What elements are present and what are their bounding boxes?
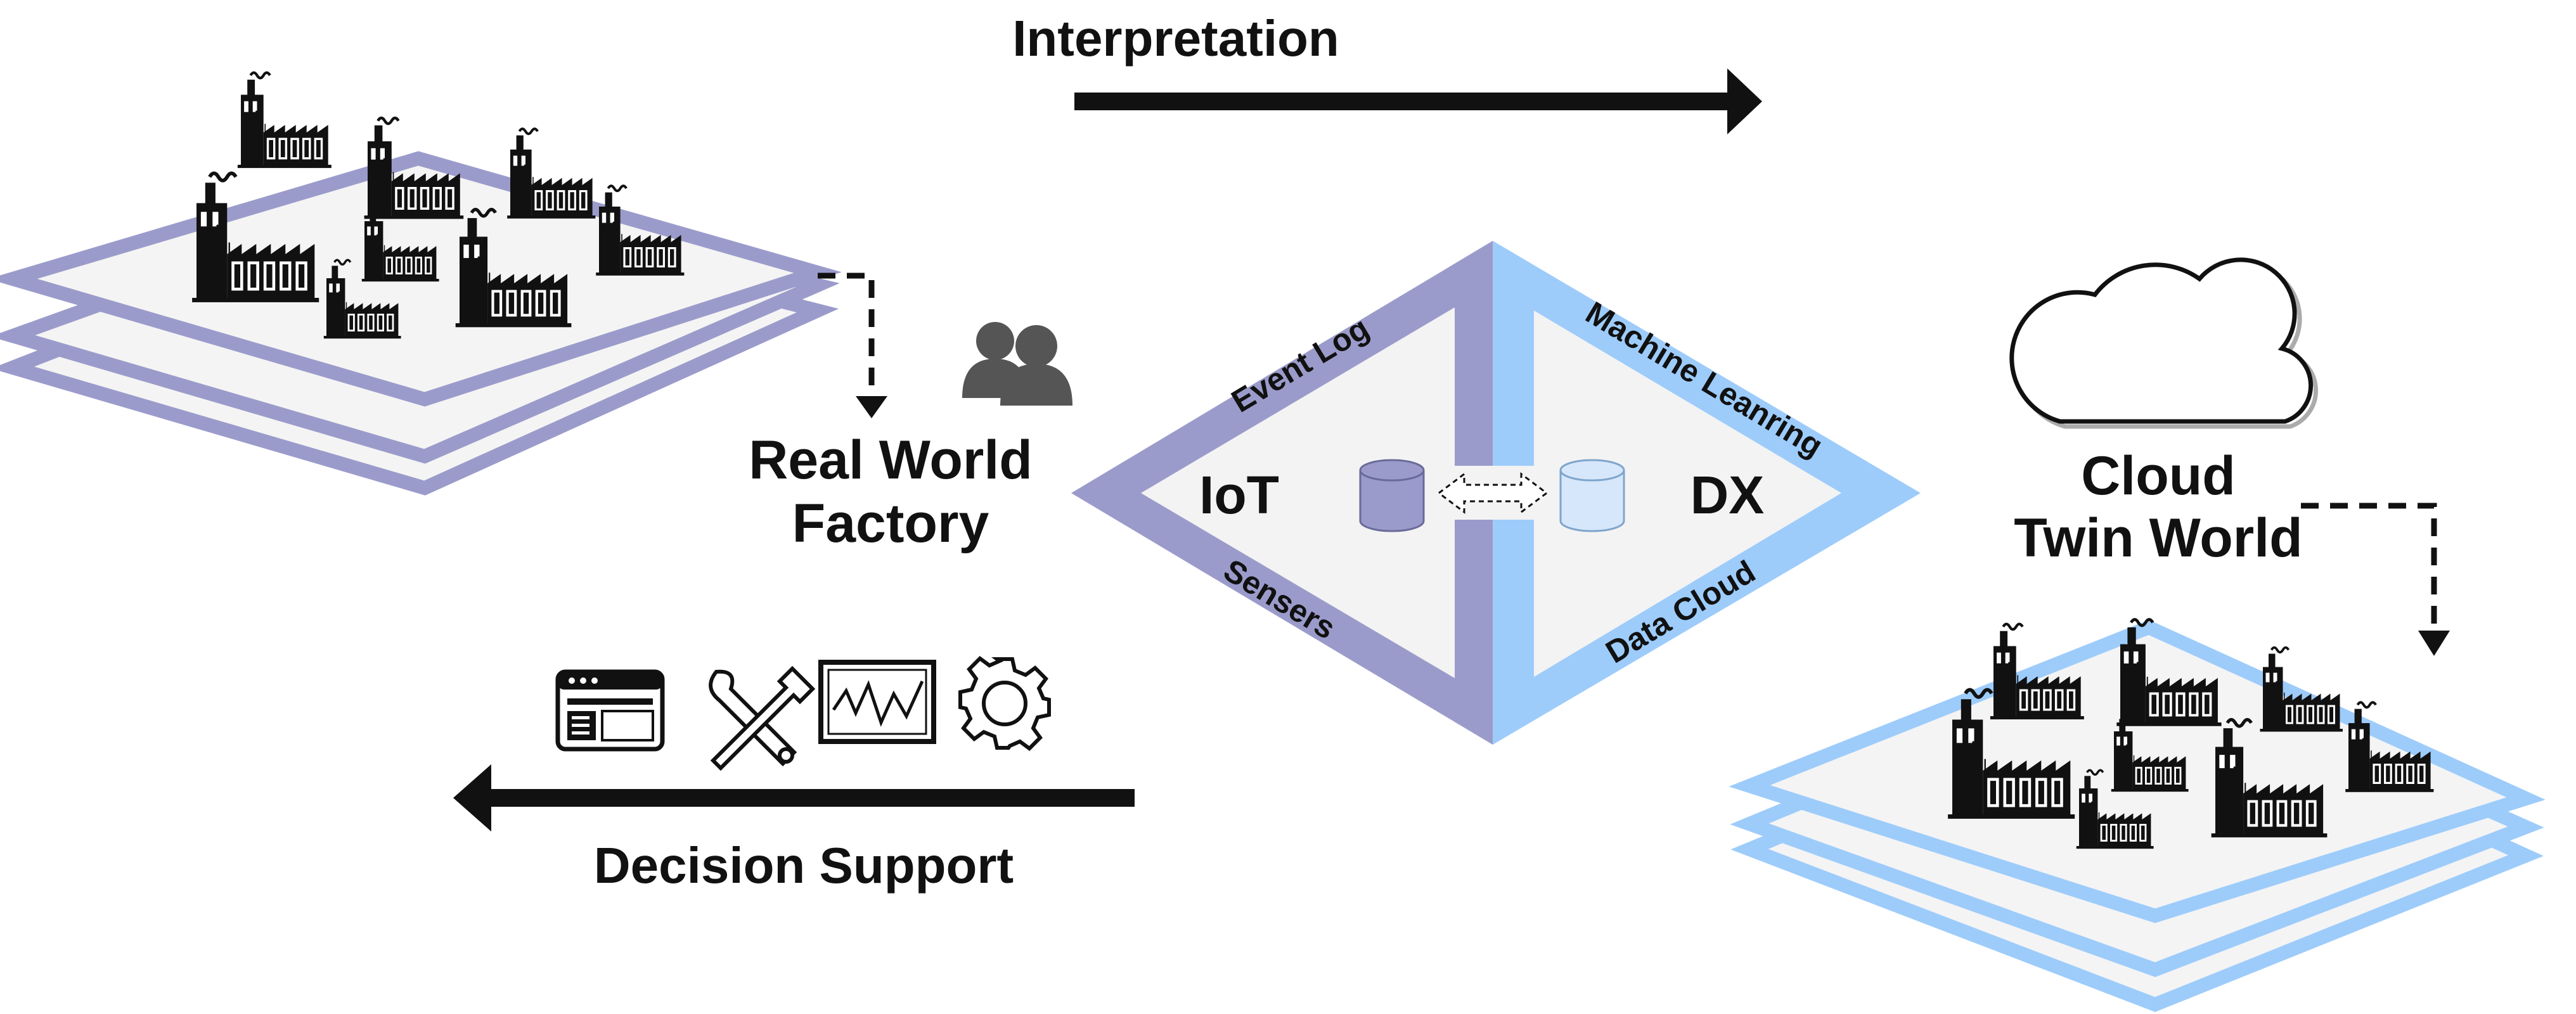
dashed-arrow-head	[2418, 631, 2450, 656]
users-icon	[962, 322, 1072, 406]
factory-icon	[507, 129, 595, 219]
diamond-divider-right	[1493, 406, 1534, 466]
diamond-divider-left	[1455, 406, 1493, 466]
central-diamond	[1071, 241, 1921, 745]
decision-support-label: Decision Support	[594, 837, 1014, 894]
interpretation-label: Interpretation	[1012, 10, 1339, 67]
double-arrow-icon	[1437, 472, 1549, 514]
real-world-layer-stack	[0, 73, 842, 496]
real-world-dashed-connector	[818, 273, 875, 406]
monitor-chart-icon	[818, 660, 936, 744]
diamond-divider-right-bottom	[1493, 520, 1534, 678]
diamond-left-inner	[1141, 307, 1455, 678]
real-world-label-line2: Factory	[792, 493, 989, 554]
database-icon-left	[1359, 459, 1425, 532]
cloud-twin-layer-stack	[1729, 620, 2546, 1012]
dashed-arrow-head	[856, 396, 887, 418]
factory-icon	[238, 73, 332, 168]
real-world-label-line1: Real World	[749, 430, 1033, 491]
diamond-divider-left-bottom	[1455, 520, 1493, 678]
cloud-dashed-connector	[2301, 503, 2437, 637]
cloud-icon	[2009, 257, 2319, 429]
gear-icon	[958, 656, 1051, 751]
dashboard-window-icon	[555, 669, 665, 752]
cloud-label-line1: Cloud	[2081, 446, 2236, 506]
dx-label: DX	[1690, 465, 1765, 525]
diamond-right-inner	[1534, 311, 1841, 677]
iot-label: IoT	[1199, 465, 1279, 525]
decision-support-arrow	[453, 764, 1135, 831]
database-icon-right	[1559, 459, 1625, 532]
tools-icon	[709, 665, 816, 771]
cloud-label-line2: Twin World	[2014, 508, 2302, 568]
interpretation-arrow	[1074, 68, 1762, 134]
